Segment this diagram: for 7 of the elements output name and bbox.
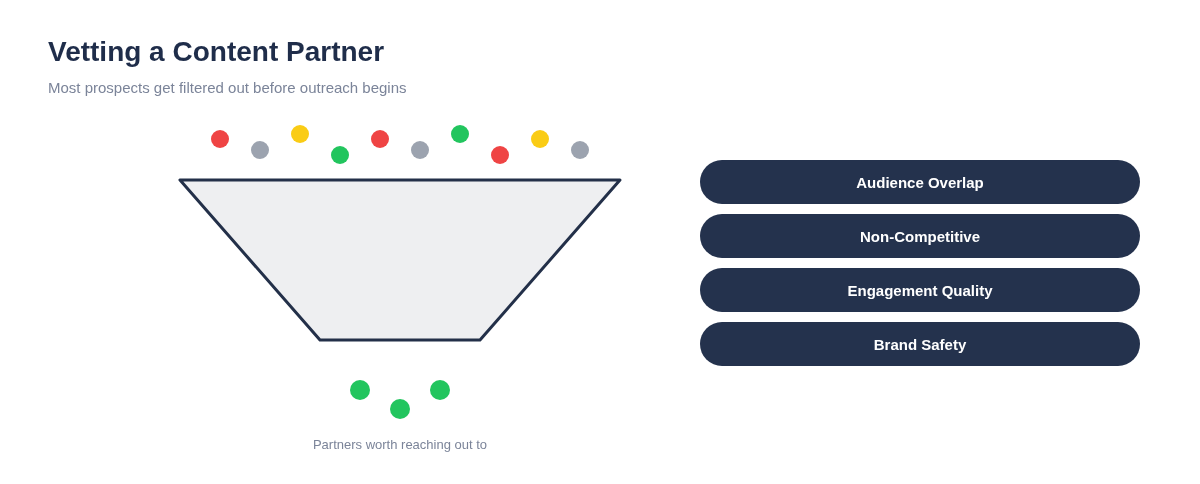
funnel-caption: Partners worth reaching out to [311, 437, 489, 452]
criterion-pill: Brand Safety [700, 322, 1140, 366]
criterion-pill: Engagement Quality [700, 268, 1140, 312]
criterion-pill: Non-Competitive [700, 214, 1140, 258]
subtitle: Most prospects get filtered out before outreach begins [48, 79, 407, 96]
criterion-pill: Audience Overlap [700, 160, 1140, 204]
diagram-title: Vetting a Content Partner [48, 36, 385, 68]
